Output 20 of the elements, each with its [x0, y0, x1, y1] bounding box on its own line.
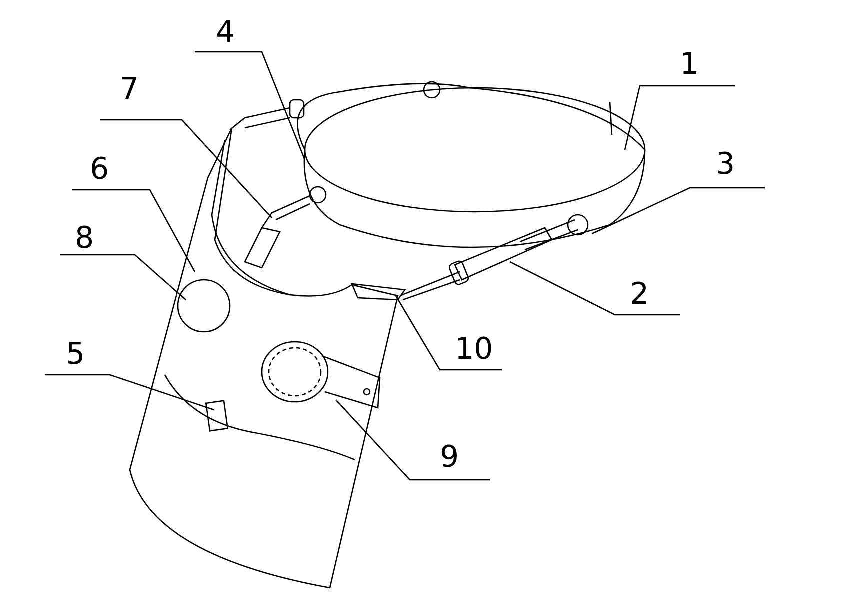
leader-line — [336, 400, 490, 481]
callout-number: 7 — [120, 75, 140, 105]
leader-line — [45, 374, 214, 411]
callout-number: 2 — [630, 280, 650, 310]
callout-number: 8 — [75, 224, 94, 254]
leader-line — [195, 51, 306, 160]
callout-number: 6 — [90, 155, 110, 185]
callout-number: 5 — [66, 340, 86, 370]
callout-number: 1 — [680, 50, 700, 80]
callout-number: 4 — [216, 18, 236, 48]
leader-line — [624, 85, 735, 150]
leader-line — [72, 189, 196, 272]
leader-line — [510, 261, 680, 316]
callout-number: 10 — [455, 335, 494, 365]
leader-line — [100, 119, 272, 218]
callout-number: 3 — [716, 150, 736, 180]
callout-number: 9 — [440, 443, 460, 473]
leader-line — [60, 254, 186, 300]
leader-line — [592, 187, 765, 235]
leader-line — [395, 296, 502, 371]
